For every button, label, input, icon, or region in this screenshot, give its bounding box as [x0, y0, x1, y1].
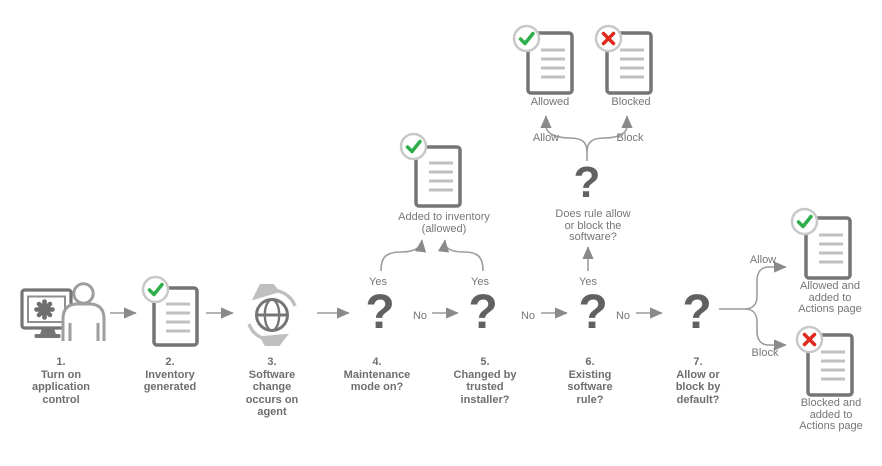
question-mark-step5: ?: [468, 286, 498, 339]
document-cross-icon: [594, 24, 656, 96]
arrow-rule-allow: [540, 115, 588, 161]
step7-label: 7. Allow or block by default?: [675, 356, 721, 406]
no-tag-step5: No: [520, 310, 536, 322]
allow-tag-step7: Allow: [749, 254, 777, 266]
allow-tag-rule: Allow: [532, 132, 560, 144]
arrow-step5-yes: [437, 239, 484, 272]
yes-tag-step4: Yes: [369, 276, 387, 288]
step4-label: 4. Maintenance mode on?: [343, 356, 411, 393]
step6-label: 6. Existing software rule?: [567, 356, 613, 406]
arrow-step7-block: [744, 308, 787, 351]
allowed-doc-label: Allowed: [530, 96, 570, 108]
blocked-actions-label: Blocked and added to Actions page: [799, 397, 863, 432]
arrow-step7-allow: [719, 261, 787, 310]
question-mark-step6: ?: [578, 286, 608, 339]
question-mark-step4: ?: [365, 286, 395, 339]
document-check-icon: [399, 132, 462, 208]
globe-sync-icon: [243, 284, 303, 346]
arrow-step4-yes: [380, 239, 427, 272]
document-check-icon: [139, 274, 201, 349]
document-check-icon: [790, 207, 852, 280]
no-tag-step6: No: [615, 310, 631, 322]
yes-tag-step5: Yes: [471, 276, 489, 288]
step3-label: 3. Software change occurs on agent: [245, 356, 299, 418]
document-cross-icon: [795, 325, 857, 398]
question-mark-rule: ?: [573, 158, 601, 207]
allowed-actions-label: Allowed and added to Actions page: [798, 280, 862, 315]
question-mark-step7: ?: [682, 286, 712, 339]
rule-question-label: Does rule allow or block the software?: [555, 208, 631, 243]
added-to-inventory-label: Added to inventory (allowed): [398, 211, 490, 235]
blocked-doc-label: Blocked: [611, 96, 651, 108]
step5-label: 5. Changed by trusted installer?: [453, 356, 517, 406]
arrow-rule-block: [586, 115, 633, 153]
block-tag-step7: Block: [751, 347, 779, 359]
yes-tag-step6: Yes: [579, 276, 597, 288]
monitor-user-icon: [20, 277, 106, 341]
step2-label: 2. Inventory generated: [143, 356, 197, 393]
no-tag-step4: No: [412, 310, 428, 322]
step1-label: 1. Turn on application control: [31, 356, 91, 406]
document-check-icon: [512, 24, 574, 96]
block-tag-rule: Block: [616, 132, 644, 144]
